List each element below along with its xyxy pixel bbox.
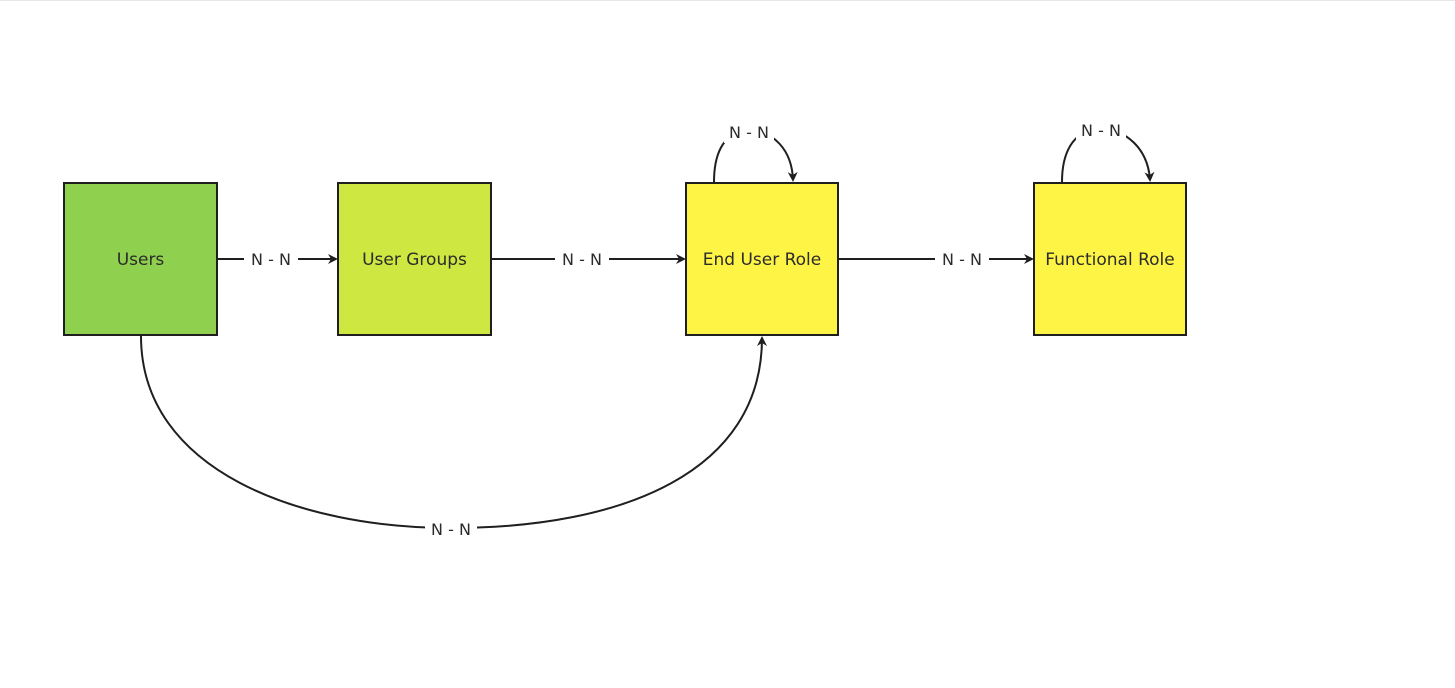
node-functional-role-box[interactable] xyxy=(1033,182,1187,336)
node-user-groups-box[interactable] xyxy=(337,182,492,336)
edge-users-to-user-groups[interactable]: N - N xyxy=(218,248,338,270)
edge-user-groups-to-end-user-role[interactable]: N - N xyxy=(492,248,686,270)
node-functional-role-label: Functional Role xyxy=(1045,250,1174,270)
edge-end-user-role-self-loop[interactable]: N - N xyxy=(713,121,798,183)
node-user-groups-label: User Groups xyxy=(362,250,467,270)
edge-functional-role-self-loop[interactable]: N - N xyxy=(1061,119,1155,183)
node-end-user-role[interactable]: End User Role xyxy=(685,182,839,336)
node-functional-role[interactable]: Functional Role xyxy=(1033,182,1187,336)
edge-end-user-role-to-functional-role[interactable]: N - N xyxy=(839,248,1034,270)
node-end-user-role-box[interactable] xyxy=(685,182,839,336)
node-user-groups[interactable]: User Groups xyxy=(337,182,492,336)
node-users-label: Users xyxy=(117,250,165,270)
node-end-user-role-label: End User Role xyxy=(703,250,822,270)
edge-label: N - N xyxy=(431,520,471,539)
edge-users-to-end-user-role[interactable]: N - N xyxy=(140,335,767,539)
edge-label: N - N xyxy=(1081,121,1121,140)
node-users-box[interactable] xyxy=(63,182,218,336)
node-users[interactable]: Users xyxy=(63,182,218,336)
edge-label: N - N xyxy=(729,123,769,142)
edge-label: N - N xyxy=(251,250,291,269)
edge-label: N - N xyxy=(942,250,982,269)
edge-label: N - N xyxy=(562,250,602,269)
